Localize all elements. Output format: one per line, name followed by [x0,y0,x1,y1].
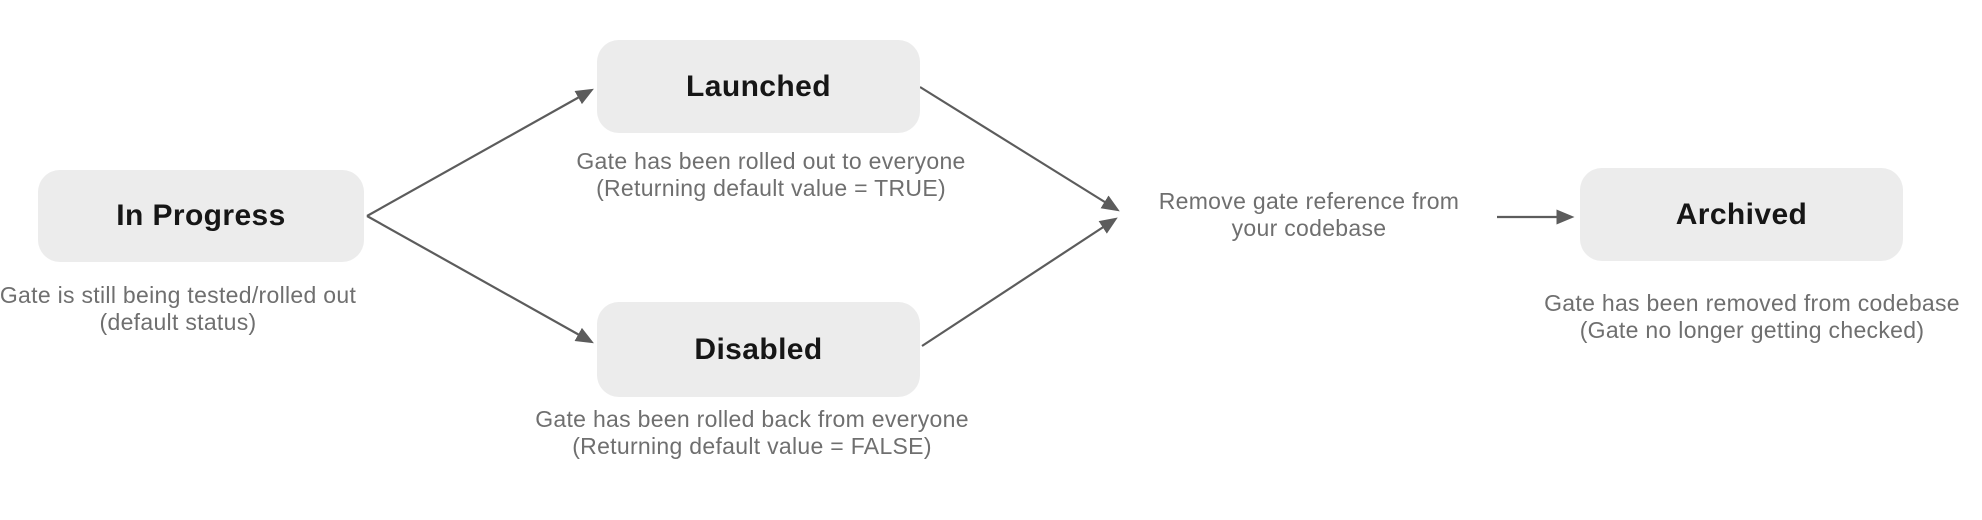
arrow-disabled-to-remove-reference [921,217,1118,347]
caption-disabled-line1: Gate has been rolled back from everyone [535,406,969,432]
caption-archived-line2: (Gate no longer getting checked) [1579,317,1925,343]
caption-launched-line1: Gate has been rolled out to everyone [576,148,966,174]
caption-launched: Gate has been rolled out to everyone (Re… [576,148,965,202]
node-in-progress: In Progress [38,170,364,262]
annotation-remove-reference-line2: your codebase [1231,215,1387,241]
caption-launched-line2: (Returning default value = TRUE) [596,175,946,201]
node-disabled-label: Disabled [694,332,823,366]
caption-in-progress-line2: (default status) [99,309,257,335]
node-in-progress-label: In Progress [116,199,286,232]
caption-disabled: Gate has been rolled back from everyone … [535,406,969,460]
arrow-launched-to-remove-reference [919,86,1120,212]
node-disabled: Disabled [597,302,920,397]
node-archived: Archived [1580,168,1903,261]
annotation-remove-reference: Remove gate reference from your codebase [1159,188,1460,242]
caption-disabled-line2: (Returning default value = FALSE) [572,433,932,459]
annotation-remove-reference-line1: Remove gate reference from [1158,188,1460,214]
caption-in-progress-line1: Gate is still being tested/rolled out [0,282,357,308]
caption-archived: Gate has been removed from codebase (Gat… [1544,290,1960,344]
caption-in-progress: Gate is still being tested/rolled out (d… [0,282,356,336]
arrow-in-progress-to-launched [366,88,594,217]
caption-archived-line1: Gate has been removed from codebase [1544,290,1960,316]
node-archived-label: Archived [1675,197,1808,231]
node-launched-label: Launched [686,69,831,103]
arrow-in-progress-to-disabled [366,215,594,344]
node-launched: Launched [597,40,920,133]
